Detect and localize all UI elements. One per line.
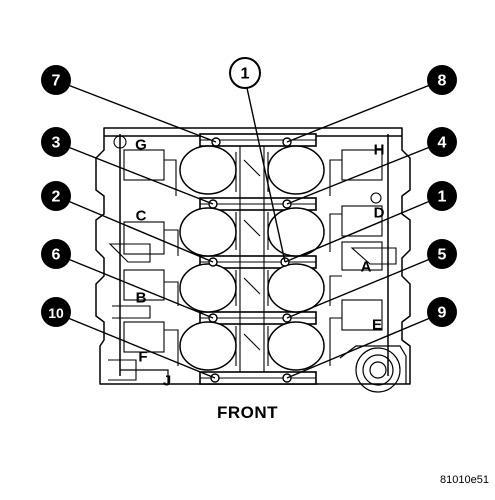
front-cover-edge — [120, 369, 169, 384]
side-boss — [123, 269, 165, 301]
leader-line-2 — [67, 200, 214, 263]
callout-2-label: 2 — [52, 189, 61, 206]
callout-1-right — [427, 181, 457, 211]
callout-6 — [41, 239, 71, 269]
center-web-detail — [243, 159, 261, 351]
callout-1-top-label: 1 — [241, 66, 250, 83]
callout-3-label: 3 — [52, 135, 61, 152]
leader-line-4 — [286, 146, 431, 205]
letter-c: C — [136, 208, 147, 225]
leader-line-10 — [67, 317, 216, 379]
cylinder-bore — [179, 321, 237, 371]
cylinder-bore — [267, 145, 325, 195]
side-boss — [123, 321, 165, 353]
letter-b: B — [136, 290, 147, 307]
leader-line-9 — [286, 317, 431, 379]
callout-10-label: 10 — [48, 305, 64, 321]
front-cover-boss — [369, 361, 387, 379]
callout-7-label: 7 — [52, 73, 61, 90]
cylinder-bore — [179, 263, 237, 313]
front-cover-boss — [362, 354, 394, 386]
callout-10 — [41, 297, 71, 327]
letter-f: F — [138, 349, 147, 366]
callout-7 — [41, 65, 71, 95]
side-boss — [341, 149, 383, 181]
leader-line-3 — [67, 146, 214, 205]
letter-j: J — [163, 373, 171, 390]
callout-9 — [427, 297, 457, 327]
callout-3 — [41, 127, 71, 157]
letter-g: G — [135, 137, 147, 154]
callout-6-label: 6 — [52, 247, 61, 264]
figure-reference-code: 81010e51 — [440, 474, 489, 486]
side-bracket — [350, 247, 397, 265]
leader-line-1-right — [284, 200, 431, 263]
side-boss — [341, 241, 383, 271]
letter-e: E — [372, 317, 382, 334]
cylinder-bore — [179, 207, 237, 257]
letter-h: H — [374, 142, 385, 159]
leader-line-1-top — [246, 87, 286, 263]
side-boss — [341, 299, 383, 331]
callout-4 — [427, 127, 457, 157]
cylinder-bore — [267, 263, 325, 313]
cylinder-bore — [267, 321, 325, 371]
side-bracket — [108, 243, 151, 263]
side-detail — [329, 159, 342, 366]
front-label: FRONT — [216, 403, 279, 422]
leader-line-8 — [286, 84, 431, 143]
callout-2 — [41, 181, 71, 211]
side-hole — [370, 192, 382, 204]
side-boss — [123, 221, 165, 255]
side-hole — [113, 135, 127, 149]
leader-line-5 — [286, 258, 431, 319]
front-cover-edge — [339, 345, 407, 384]
callout-1-top — [229, 57, 261, 89]
callout-1-right-label: 1 — [438, 189, 447, 206]
letter-d: D — [374, 205, 385, 222]
engine-block-outline — [95, 127, 411, 385]
side-bracket — [112, 305, 151, 319]
side-detail — [164, 159, 179, 366]
center-web-detail — [235, 152, 269, 366]
leader-line-7 — [67, 84, 217, 143]
callout-4-label: 4 — [438, 135, 447, 152]
side-boss — [123, 149, 165, 181]
letter-a: A — [361, 259, 372, 276]
callout-5 — [427, 239, 457, 269]
callout-8-label: 8 — [438, 73, 447, 90]
callout-9-label: 9 — [438, 305, 447, 322]
leader-line-6 — [67, 258, 214, 319]
cylinder-bore — [179, 145, 237, 195]
callout-8 — [427, 65, 457, 95]
front-cover-boss — [355, 347, 401, 393]
callout-5-label: 5 — [438, 247, 447, 264]
